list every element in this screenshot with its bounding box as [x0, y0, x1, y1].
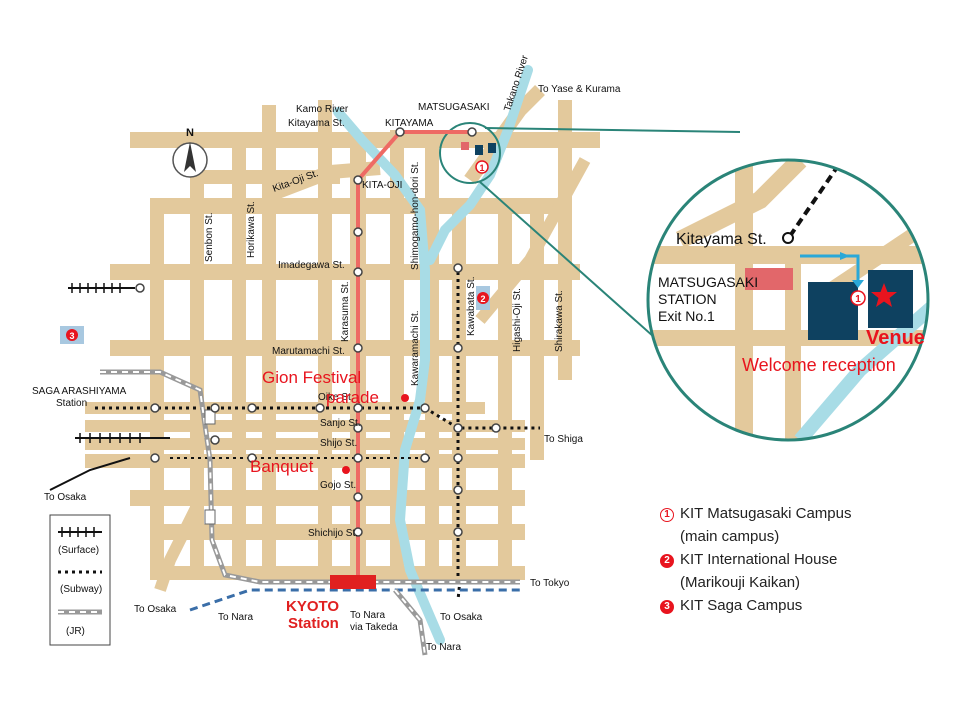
kyoto-station-label-2: Station — [288, 615, 339, 632]
to-shiga-label: To Shiga — [544, 434, 583, 445]
inset-zoom — [646, 158, 930, 442]
via-takeda-label: via Takeda — [350, 622, 398, 633]
welcome-reception-label: Welcome reception — [742, 355, 896, 375]
svg-text:N: N — [186, 127, 194, 139]
station-exit-block — [745, 268, 793, 290]
to-osaka-west-label: To Osaka — [44, 492, 87, 503]
kitayama-station-label: KITAYAMA — [385, 118, 434, 129]
legend-badge-3: 3 — [660, 600, 674, 614]
karasuma-st-label: Karasuma St. — [340, 281, 351, 342]
legend-row-2: (main campus) — [680, 528, 779, 545]
legend-text-1: KIT Matsugasaki Campus — [680, 505, 852, 522]
saga-arashiyama-label: SAGA ARASHIYAMA — [32, 386, 127, 397]
marker-1-label: 1 — [479, 163, 484, 173]
route-arrow — [800, 254, 860, 280]
gion-parade-label: parade — [326, 388, 379, 407]
svg-text:(Surface): (Surface) — [58, 545, 99, 556]
marker-2-label: 2 — [480, 294, 485, 304]
saga-arashiyama-sub-label: Station — [56, 398, 87, 409]
legend-text-2: (main campus) — [680, 528, 780, 545]
gion-festival-label: Gion Festival — [262, 368, 361, 387]
to-nara-label: To Nara — [218, 612, 253, 623]
kawabata-st-label: Kawabata St. — [466, 277, 477, 336]
station-markers — [135, 127, 501, 537]
imadegawa-st-label: Imadegawa St. — [278, 260, 345, 271]
legend-text-3: KIT International House — [680, 551, 838, 568]
takano-river — [425, 65, 533, 265]
kitayama-st-label: Kitayama St. — [288, 118, 345, 129]
inset-marker-1: 1 — [855, 294, 861, 305]
to-nara-south-label: To Nara — [426, 642, 461, 653]
inset-kitayama-label: Kitayama St. — [676, 231, 767, 248]
kamo-river — [333, 107, 445, 645]
compass-icon: N — [172, 127, 208, 178]
venue-block-small — [808, 282, 858, 340]
to-nara-takeda-label: To Nara — [350, 610, 385, 621]
legend-badge-1: 1 — [660, 508, 674, 522]
banquet-label: Banquet — [250, 457, 314, 476]
kawaramachi-st-label: Kawaramachi St. — [410, 310, 421, 386]
kyoto-station-label-1: KYOTO — [286, 598, 339, 615]
jr-lines — [100, 369, 520, 656]
to-osaka-sw-label: To Osaka — [134, 604, 177, 615]
inset-station-label-1: MATSUGASAKI — [658, 274, 758, 290]
marker-3-label: 3 — [69, 331, 74, 341]
legend-row-4: (Marikouji Kaikan) — [680, 574, 800, 591]
legend-row-1: 1 KIT Matsugasaki Campus — [660, 505, 851, 522]
marker-1-badge — [475, 160, 489, 174]
gion-festival-dot — [401, 394, 409, 402]
marutamachi-st-label: Marutamachi St. — [272, 346, 345, 357]
senbon-st-label: Senbon St. — [204, 213, 215, 262]
sanjo-st-label: Sanjo St. — [320, 418, 361, 429]
inset-station-label-2: STATION — [658, 291, 717, 307]
banquet-dot — [342, 466, 350, 474]
map-labels: Kamo River Kitayama St. KITAYAMA MATSUGA… — [32, 53, 621, 653]
legend-text-5: KIT Saga Campus — [680, 597, 803, 614]
to-yase-label: To Yase & Kurama — [538, 84, 621, 95]
rivers — [333, 65, 533, 645]
diagonal-roads — [154, 85, 591, 592]
campus-markers: 1 2 3 — [60, 142, 496, 344]
shichijo-st-label: Shichijo St. — [308, 528, 358, 539]
legend-row-5: 3 KIT Saga Campus — [660, 597, 802, 614]
to-tokyo-label: To Tokyo — [530, 578, 570, 589]
svg-text:(Subway): (Subway) — [60, 584, 102, 595]
inset-station-label-3: Exit No.1 — [658, 308, 715, 324]
kamo-river-label: Kamo River — [296, 104, 349, 115]
horikawa-st-label: Horikawa St. — [246, 201, 257, 258]
subway-dotted-lines — [95, 265, 540, 601]
shimogamo-st-label: Shimogamo-hon-dori St. — [410, 162, 421, 270]
venue-block-large — [868, 270, 913, 328]
inset-labels: Kitayama St. MATSUGASAKI STATION Exit No… — [658, 231, 925, 375]
road-network — [85, 100, 600, 580]
legend-text-4: (Marikouji Kaikan) — [680, 574, 801, 591]
line-type-legend: (Surface) (Subway) (JR) — [49, 514, 111, 646]
legend-row-3: 2 KIT International House — [660, 551, 837, 568]
oike-st-label: Oike St. — [318, 392, 354, 403]
shirakawa-st-label: Shirakawa St. — [554, 290, 565, 352]
matsugasaki-station-label: MATSUGASAKI — [418, 102, 490, 113]
svg-text:(JR): (JR) — [66, 626, 85, 637]
shijo-st-label: Shijo St. — [320, 438, 357, 449]
to-osaka-south-label: To Osaka — [440, 612, 483, 623]
gojo-st-label: Gojo St. — [320, 480, 356, 491]
venue-star-icon — [871, 283, 897, 307]
surface-railway — [49, 283, 430, 491]
kita-oji-station-label: KITA-OJI — [362, 180, 402, 191]
legend-badge-2: 2 — [660, 554, 674, 568]
higashi-oji-st-label: Higashi-Oji St. — [512, 288, 523, 352]
zoom-circle — [439, 122, 501, 184]
venue-label: Venue — [866, 327, 925, 349]
kyoto-station-block — [330, 575, 376, 589]
